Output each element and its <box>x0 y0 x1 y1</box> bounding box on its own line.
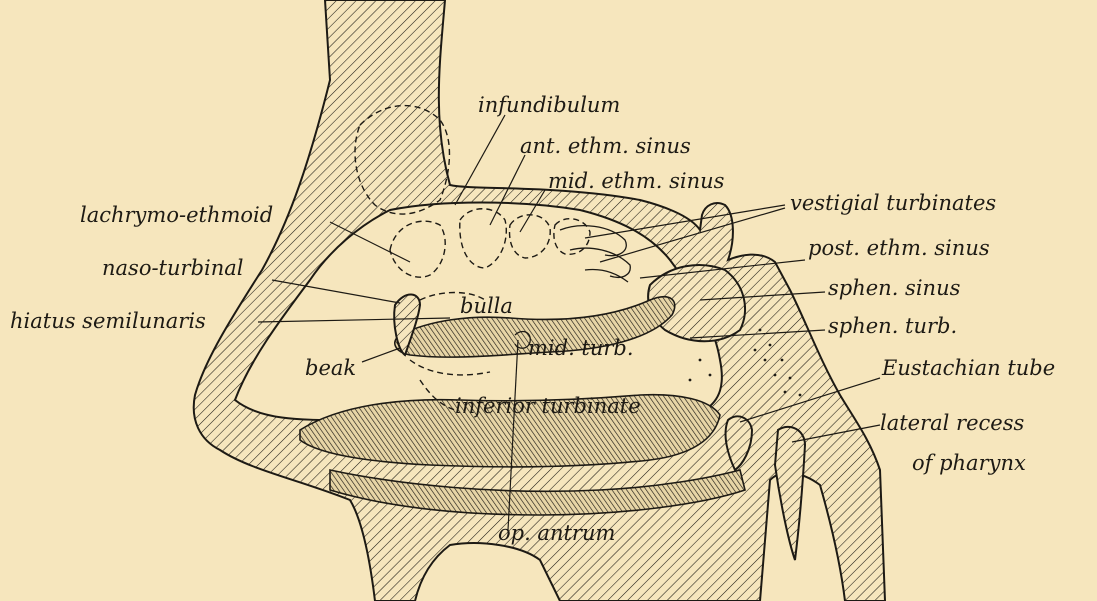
anatomy-drawing <box>194 0 885 601</box>
lateral-recess-shape <box>775 427 805 560</box>
label-sphen-sinus: sphen. sinus <box>828 276 961 300</box>
label-infundibulum: infundibulum <box>478 93 620 117</box>
label-mid-ethm-sinus: mid. ethm. sinus <box>548 169 725 193</box>
label-bulla: bulla <box>460 294 513 318</box>
label-lachrymo-ethmoid: lachrymo-ethmoid <box>80 203 273 227</box>
label-lateral-recess: lateral recess <box>880 411 1024 435</box>
label-naso-turbinal: naso-turbinal <box>102 256 243 280</box>
label-sphen-turb: sphen. turb. <box>828 314 957 338</box>
label-beak: beak <box>305 356 356 380</box>
label-post-ethm-sinus: post. ethm. sinus <box>808 236 990 260</box>
label-of-pharynx: of pharynx <box>912 451 1026 475</box>
label-eustachian-tube: Eustachian tube <box>881 356 1055 380</box>
label-ant-ethm-sinus: ant. ethm. sinus <box>520 134 691 158</box>
label-inferior-turbinate: inferior turbinate <box>455 394 641 418</box>
label-vestigial-turbinates: vestigial turbinates <box>790 191 996 215</box>
label-hiatus-semilunaris: hiatus semilunaris <box>10 309 206 333</box>
label-op-antrum: op. antrum <box>498 521 615 545</box>
label-mid-turb: mid. turb. <box>528 336 634 360</box>
